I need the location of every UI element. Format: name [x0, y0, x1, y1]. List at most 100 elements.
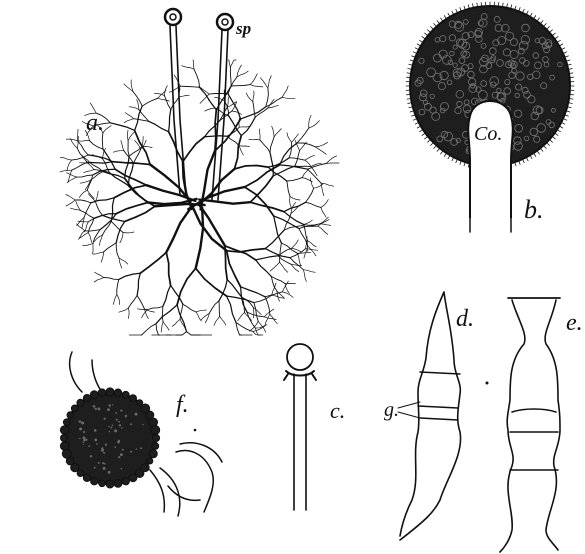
hypha-branch [193, 60, 194, 69]
wall-spine [428, 140, 431, 143]
hypha-branch [305, 160, 312, 168]
hypha-branch [161, 322, 163, 332]
hypha-branch [274, 129, 281, 137]
speckle [121, 468, 123, 470]
pointer-g-2 [398, 412, 420, 418]
wart [60, 442, 69, 451]
hypha-branch [292, 248, 302, 252]
hypha-branch [254, 303, 258, 322]
wart [152, 434, 159, 441]
hypha-branch [326, 163, 339, 164]
hypha-branch [247, 312, 264, 317]
hypha-branch [265, 297, 270, 314]
speckle [116, 419, 118, 421]
hypha-branch [225, 246, 256, 260]
speckle [94, 439, 97, 442]
hypha-branch [101, 252, 104, 262]
hypha-branch [238, 313, 245, 321]
wart [149, 450, 157, 458]
hypha-branch [219, 280, 227, 301]
hypha-branch [289, 142, 291, 158]
wall-spine [444, 16, 446, 19]
sporangium-head-left-inner [170, 14, 176, 20]
hypha-branch [321, 200, 328, 208]
hypha-branch [78, 129, 79, 141]
hypha-branch [172, 319, 180, 326]
speckle [83, 439, 85, 441]
speckle [130, 451, 132, 453]
wall-spine [422, 37, 425, 39]
hypha-branch [309, 121, 320, 128]
wall-spine [534, 16, 536, 19]
hypha-branch [321, 183, 334, 186]
hypha-branch [239, 127, 249, 128]
hypha-branch [256, 260, 272, 277]
hypha-branch [280, 165, 308, 169]
hypha-branch [148, 307, 163, 310]
speckle [103, 467, 106, 470]
hypha-branch [179, 95, 189, 96]
wart [129, 474, 137, 482]
hypha-branch [310, 178, 313, 188]
speckle [79, 438, 80, 439]
hypha-branch [128, 308, 129, 318]
hypha-branch [196, 312, 201, 321]
hypha-branch [316, 142, 328, 147]
hypha-branch [66, 194, 76, 200]
hypha-branch [256, 256, 279, 260]
hypha-branch [270, 152, 273, 176]
speckle [108, 426, 109, 427]
wall-spine [547, 143, 550, 146]
wall-spine [557, 130, 560, 132]
columella [468, 101, 513, 218]
hypha-branch [166, 252, 170, 285]
wart [71, 405, 78, 412]
wart [63, 419, 70, 426]
wall-spine [431, 27, 434, 30]
wall-spine [550, 30, 553, 33]
hypha-branch [268, 76, 271, 89]
hypha-branch [94, 278, 103, 283]
speckle [112, 404, 113, 405]
wall-spine [431, 143, 434, 146]
wart [114, 479, 122, 487]
wall-spine [540, 148, 543, 151]
hypha-branch [60, 157, 71, 160]
panel-c-sporangiophore: c. [284, 344, 345, 510]
speckle [93, 405, 96, 408]
hypha-branch [137, 273, 140, 295]
wart [151, 426, 160, 435]
hypha-branch [124, 119, 134, 123]
panel-f-zygospore: f. [60, 352, 222, 516]
sporangiophore-stalk-left [170, 26, 186, 195]
wart [77, 399, 84, 406]
speckle [121, 427, 122, 428]
label-g: g. [384, 399, 399, 421]
hypha-branch [297, 143, 316, 147]
speckle [118, 421, 120, 423]
hypha-branch [236, 323, 253, 332]
speckle [140, 447, 141, 448]
hypha-branch [77, 175, 93, 177]
speckle [79, 428, 82, 431]
hypha-branch [253, 308, 261, 315]
hypha-branch [67, 173, 77, 177]
speckle [108, 471, 111, 474]
hypha-branch [208, 100, 215, 108]
suspensor-f-bottom [150, 443, 222, 516]
hypha-branch [306, 202, 321, 207]
speckle [104, 418, 106, 420]
label-sp: sp [235, 19, 251, 38]
panel-d-gametangia: g. d. [384, 292, 489, 540]
hypha-branch [104, 278, 119, 280]
mycelium-hyphae [60, 60, 339, 335]
wall-spine [547, 27, 550, 30]
wart [67, 412, 73, 418]
hypha-branch [304, 224, 320, 226]
hypha-branch [194, 69, 200, 87]
hypha-branch [214, 317, 220, 326]
wall-spine [534, 153, 536, 156]
hypha-branch [264, 317, 276, 320]
hypha-branch [259, 129, 260, 140]
hypha-branch [133, 149, 140, 163]
